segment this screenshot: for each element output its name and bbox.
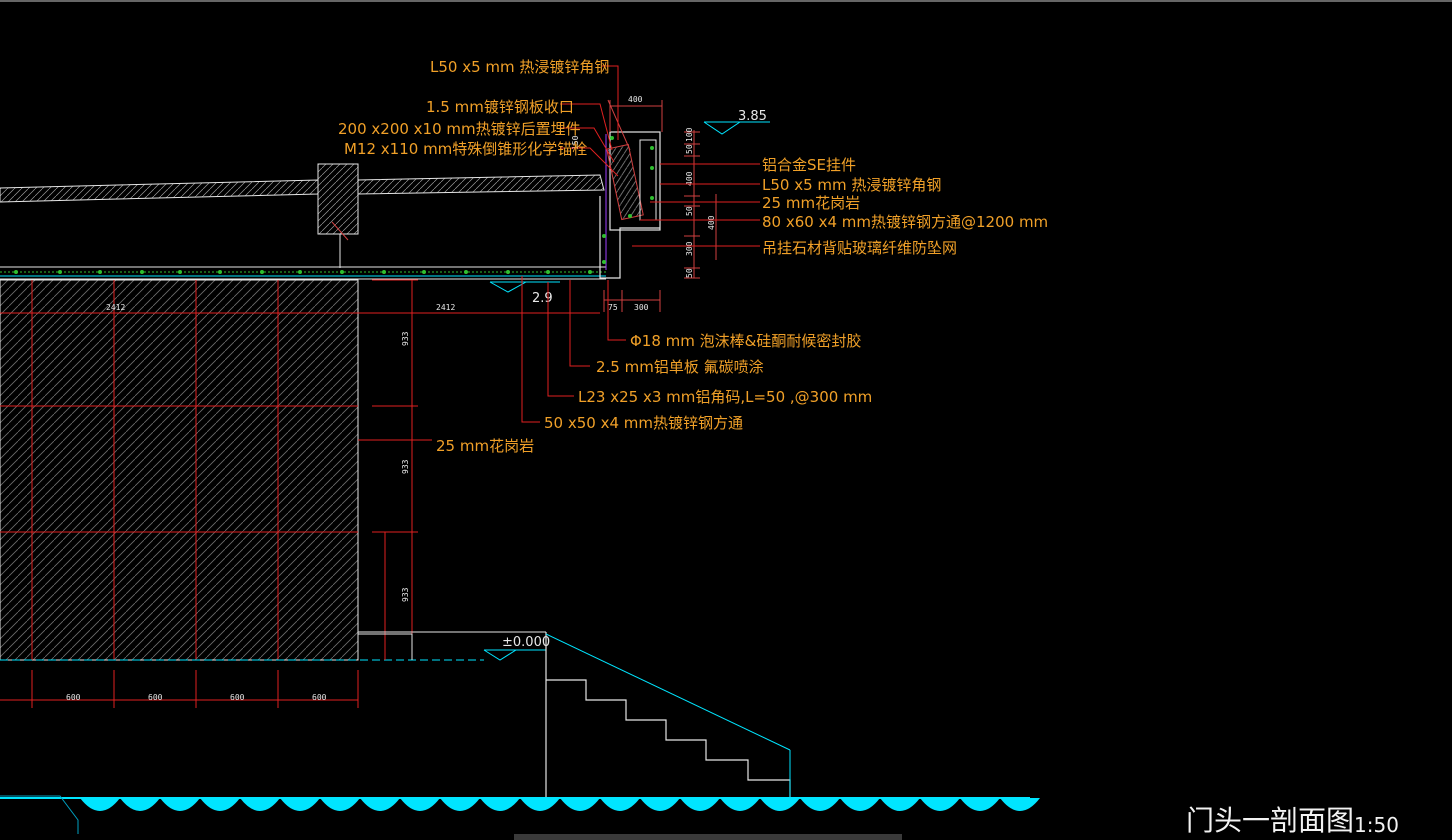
roof-slab (0, 163, 605, 268)
dim-vert-2: 933 (401, 459, 410, 474)
label-granite-right: 25 mm花岗岩 (762, 194, 860, 212)
dim-bottom-a: 75 (608, 303, 618, 312)
svg-text:±0.000: ±0.000 (502, 635, 550, 650)
label-embed-plate: 200 x200 x10 mm热镀锌后置埋件 (338, 120, 581, 138)
svg-text:3.85: 3.85 (738, 109, 767, 124)
label-anchor-bolt: M12 x110 mm特殊倒锥形化学锚栓 (344, 140, 587, 158)
dim-grid-3: 600 (230, 693, 245, 702)
label-angle-steel-right: L50 x5 mm 热浸镀锌角钢 (762, 176, 941, 194)
stairs (545, 632, 791, 798)
svg-text:50: 50 (685, 268, 694, 278)
dim-top-width: 400 (628, 95, 643, 104)
label-angle-steel-top: L50 x5 mm 热浸镀锌角钢 (430, 58, 609, 76)
bottom-grid-dimension (0, 670, 359, 708)
dim-span-right: 2412 (436, 303, 455, 312)
title-block: 门头一剖面图 1:50 (1186, 804, 1399, 837)
granite-facade (0, 279, 484, 661)
dim-span-left: 2412 (106, 303, 125, 312)
dim-grid-2: 600 (148, 693, 163, 702)
svg-text:50: 50 (685, 206, 694, 216)
dim-grid-1: 600 (66, 693, 81, 702)
label-alu-panel: 2.5 mm铝单板 氟碳喷涂 (596, 358, 764, 376)
elevation-ground: ±0.000 (483, 635, 550, 661)
dim-right-labels: 100 50 400 50 400 300 50 150 (571, 127, 716, 278)
svg-text:100: 100 (685, 127, 694, 142)
label-foam-rod: Φ18 mm 泡沫棒&硅酮耐候密封胶 (630, 332, 861, 350)
dim-grid-4: 600 (312, 693, 327, 702)
label-fiber-mesh: 吊挂石材背贴玻璃纤维防坠网 (762, 239, 957, 257)
drawing-title: 门头一剖面图 (1186, 804, 1354, 837)
svg-text:150: 150 (571, 135, 580, 150)
vertical-dimension (372, 279, 418, 660)
label-galv-sheet: 1.5 mm镀锌钢板收口 (426, 98, 574, 116)
svg-text:50: 50 (685, 144, 694, 154)
fascia-detail (599, 99, 661, 279)
dim-vert-3: 933 (401, 587, 410, 602)
annotations: L50 x5 mm 热浸镀锌角钢 1.5 mm镀锌钢板收口 200 x200 x… (338, 58, 1048, 455)
soffit (0, 266, 606, 280)
leader-lines (358, 65, 760, 441)
label-steel-tube-50: 50 x50 x4 mm热镀锌钢方通 (544, 414, 743, 432)
label-se-hanger: 铝合金SE挂件 (762, 156, 856, 174)
ground-earth (0, 795, 1040, 834)
label-granite-facade: 25 mm花岗岩 (436, 437, 534, 455)
label-steel-tube-80: 80 x60 x4 mm热镀锌钢方通@1200 mm (762, 213, 1048, 231)
dim-vert-1: 933 (401, 331, 410, 346)
svg-text:400: 400 (707, 215, 716, 230)
right-dimension-stack (603, 100, 717, 312)
scroll-strip[interactable] (514, 834, 902, 840)
dim-bottom-b: 300 (634, 303, 649, 312)
svg-text:400: 400 (685, 171, 694, 186)
svg-text:2.9: 2.9 (532, 291, 553, 306)
label-alu-angle: L23 x25 x3 mm铝角码,L=50 ,@300 mm (578, 388, 872, 406)
elevation-top: 3.85 (703, 109, 770, 135)
elevation-mid: 2.9 (489, 281, 560, 306)
ground-block (358, 633, 413, 660)
svg-text:300: 300 (685, 241, 694, 256)
drawing-scale: 1:50 (1354, 813, 1399, 837)
